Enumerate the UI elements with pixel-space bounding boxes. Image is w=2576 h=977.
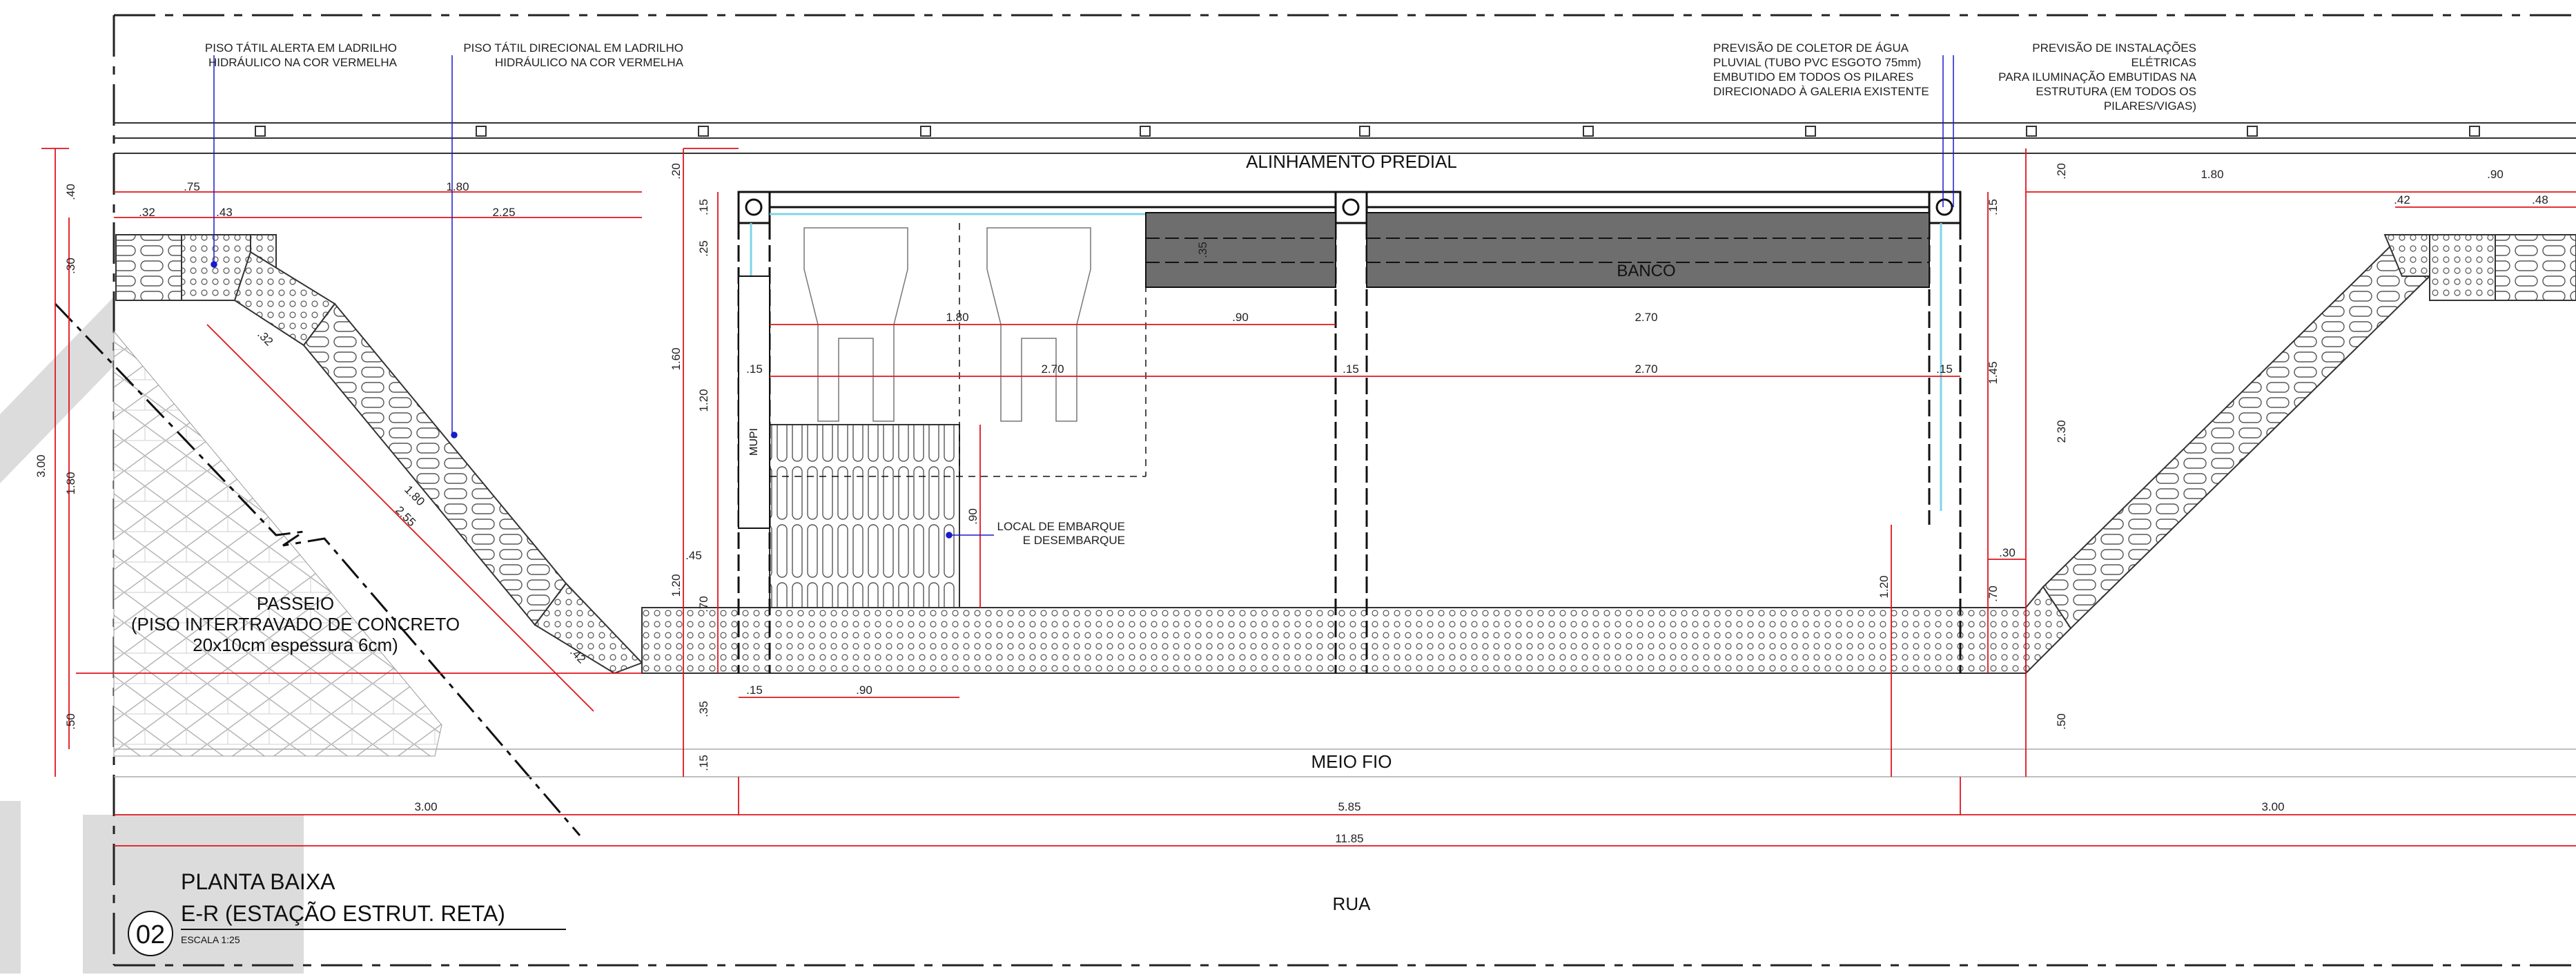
dim-145: 1.45 <box>1987 361 2000 384</box>
dim-025: .25 <box>697 240 710 257</box>
dim-270-upper: 2.70 <box>1635 311 1657 324</box>
note-rainwater-3: EMBUTIDO EM TODOS OS PILARES <box>1713 70 1913 84</box>
label-bench: BANCO <box>1617 262 1675 280</box>
dim-120-right: 1.20 <box>1877 575 1891 598</box>
dim-032: .32 <box>139 206 155 219</box>
note-leaders <box>211 55 1954 539</box>
note-electrical-1: PREVISÃO DE INSTALAÇÕES <box>2032 41 2196 55</box>
dimension-lines <box>41 148 2576 847</box>
note-boarding-1: LOCAL DE EMBARQUE <box>997 520 1125 533</box>
dim-300-bottom-right: 3.00 <box>2261 800 2284 813</box>
dim-042-right: .42 <box>2394 193 2410 206</box>
plan-labels: ALINHAMENTO PREDIAL BANCO MUPI MEIO FIO … <box>131 151 1676 914</box>
callout-notes: PISO TÁTIL ALERTA EM LADRILHO HIDRÁULICO… <box>205 41 2197 547</box>
sheet-border <box>113 14 2576 967</box>
note-electrical-3: PARA ILUMINAÇÃO EMBUTIDAS NA <box>1998 70 2197 84</box>
dim-015-a: .15 <box>697 199 710 215</box>
right-tactile-strip <box>2429 234 2576 301</box>
dim-300-left: 3.00 <box>35 454 48 477</box>
note-electrical-4: ESTRUTURA (EM TODOS OS <box>2036 85 2196 98</box>
dim-230: 2.30 <box>2055 420 2068 443</box>
label-sidewalk-3: 20x10cm espessura 6cm) <box>193 635 398 655</box>
note-rainwater-2: PLUVIAL (TUBO PVC ESGOTO 75mm) <box>1713 56 1921 69</box>
dim-090-mid: .90 <box>1232 311 1249 324</box>
dim-020-right: .20 <box>2055 163 2068 180</box>
dim-035-bench: .35 <box>1196 242 1209 258</box>
note-rainwater-1: PREVISÃO DE COLETOR DE ÁGUA <box>1713 41 1909 55</box>
dim-120-a: 1.20 <box>697 389 710 412</box>
dim-015-row-b: .15 <box>1343 362 1359 376</box>
note-tactile-direction-1: PISO TÁTIL DIRECIONAL EM LADRILHO <box>463 41 683 55</box>
label-mupi: MUPI <box>748 428 760 456</box>
left-diagonal-tactile <box>233 251 643 675</box>
dim-180-right: 1.80 <box>2201 168 2223 181</box>
label-sidewalk-2: (PISO INTERTRAVADO DE CONCRETO <box>131 614 460 635</box>
dim-070-right: .70 <box>1987 586 2000 602</box>
property-line <box>114 122 2576 154</box>
dim-050-right: .50 <box>2055 713 2068 730</box>
dim-585: 5.85 <box>1338 800 1360 813</box>
dim-diag-255: 2.55 <box>393 503 418 529</box>
dim-043: .43 <box>216 206 233 219</box>
dim-diag-032: .32 <box>255 327 275 348</box>
title-block: 02 PLANTA BAIXA E-R (ESTAÇÃO ESTRUT. RET… <box>128 869 566 956</box>
bench-blocks <box>1145 212 1930 288</box>
curb-lines <box>114 748 2576 777</box>
note-electrical-2: ELÉTRICAS <box>2131 56 2196 69</box>
drawing-number-circle <box>128 911 173 956</box>
dim-035: .35 <box>697 701 710 717</box>
note-tactile-alert-2: HIDRÁULICO NA COR VERMELHA <box>208 56 398 69</box>
dim-048-right: .48 <box>2532 193 2548 206</box>
dim-045: .45 <box>685 549 702 562</box>
drawing-subtitle: E-R (ESTAÇÃO ESTRUT. RETA) <box>181 901 505 926</box>
note-rainwater-4: DIRECIONADO À GALERIA EXISTENTE <box>1713 85 1929 98</box>
label-street: RUA <box>1333 893 1372 914</box>
dim-090-board: .90 <box>966 508 979 525</box>
dim-015-bottom: .15 <box>746 684 763 697</box>
dim-015-row-a: .15 <box>746 362 763 376</box>
dim-030-left: .30 <box>64 258 77 274</box>
dim-160: 1.60 <box>670 347 683 370</box>
dim-270-row-b: 2.70 <box>1635 362 1657 376</box>
right-diagonal-tactile <box>2025 233 2431 675</box>
boarding-tactile-area <box>769 424 960 608</box>
note-tactile-alert-1: PISO TÁTIL ALERTA EM LADRILHO <box>205 41 397 55</box>
label-sidewalk-1: PASSEIO <box>257 593 334 614</box>
label-alignment: ALINHAMENTO PREDIAL <box>1246 151 1457 172</box>
dim-180-left: 1.80 <box>64 472 77 494</box>
label-curb: MEIO FIO <box>1311 751 1392 772</box>
mupi-panel <box>738 275 770 529</box>
dim-225: 2.25 <box>492 206 515 219</box>
curb-tactile-band <box>641 607 2027 674</box>
sidewalk-pavers <box>113 330 442 757</box>
dim-090-bottom: .90 <box>856 684 872 697</box>
dim-180-mid: 1.80 <box>946 311 968 324</box>
break-line <box>54 302 581 836</box>
dim-015-right: .15 <box>1987 199 2000 215</box>
drawing-scale: ESCALA 1:25 <box>181 934 240 945</box>
dim-020-top: .20 <box>670 163 683 180</box>
note-electrical-5: PILARES/VIGAS) <box>2104 99 2196 113</box>
dim-030-right: .30 <box>1999 546 2016 559</box>
dim-120-b: 1.20 <box>670 574 683 597</box>
dim-270-row-a: 2.70 <box>1041 362 1064 376</box>
dim-090-right: .90 <box>2487 168 2504 181</box>
dim-1185: 11.85 <box>1335 832 1363 845</box>
dim-050-left: .50 <box>64 713 77 730</box>
dim-180-top-left: 1.80 <box>446 180 469 193</box>
dim-300-bottom-left: 3.00 <box>414 800 437 813</box>
dim-040: .40 <box>64 184 77 200</box>
note-boarding-2: E DESEMBARQUE <box>1023 534 1125 547</box>
dim-070-a: .70 <box>697 596 710 612</box>
drawing-title: PLANTA BAIXA <box>181 869 335 894</box>
dim-015-row-c: .15 <box>1936 362 1953 376</box>
dim-075: .75 <box>184 180 200 193</box>
note-tactile-direction-2: HIDRÁULICO NA COR VERMELHA <box>495 56 684 69</box>
drawing-number: 02 <box>136 920 165 949</box>
dim-015-b: .15 <box>697 755 710 771</box>
